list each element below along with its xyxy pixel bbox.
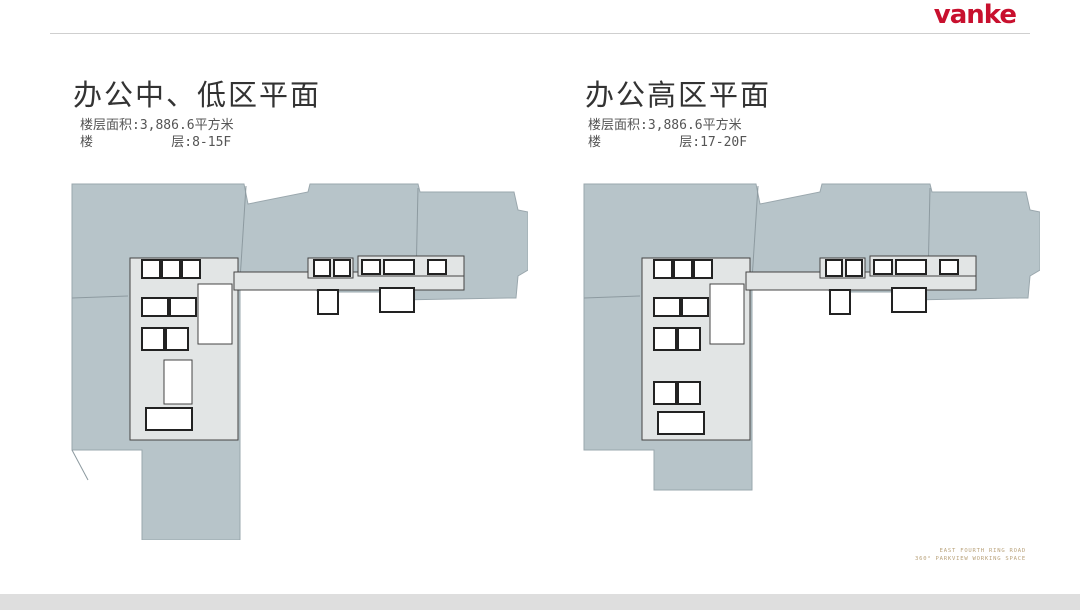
elevators-stairs <box>141 259 447 431</box>
floor-plan-high <box>583 183 1040 491</box>
footer-band <box>0 594 1080 610</box>
plan-title-high: 办公高区平面 <box>585 78 772 112</box>
floor-plan-low-mid <box>71 183 528 540</box>
vanke-logo: vanke <box>933 0 1017 30</box>
area-value: 3,886.6平方米 <box>647 118 742 133</box>
floor-label: 楼 层: <box>588 135 701 150</box>
footnote-line-1: EAST FOURTH RING ROAD <box>939 548 1026 554</box>
plan-meta-high: 楼层面积:3,886.6平方米 楼 层:17-20F <box>588 117 747 151</box>
floor-label: 楼 层: <box>80 135 193 150</box>
footnote-line-2: 360° PARKVIEW WORKING SPACE <box>914 556 1026 562</box>
area-label: 楼层面积: <box>588 118 648 133</box>
area-label: 楼层面积: <box>80 118 140 133</box>
plan-title-low-mid: 办公中、低区平面 <box>73 78 322 112</box>
footnote: EAST FOURTH RING ROAD 360° PARKVIEW WORK… <box>915 547 1026 563</box>
header-divider <box>50 33 1030 34</box>
floor-value: 8-15F <box>192 135 232 150</box>
floor-value: 17-20F <box>700 135 748 150</box>
area-value: 3,886.6平方米 <box>139 118 234 133</box>
plan-meta-low-mid: 楼层面积:3,886.6平方米 楼 层:8-15F <box>80 117 234 151</box>
